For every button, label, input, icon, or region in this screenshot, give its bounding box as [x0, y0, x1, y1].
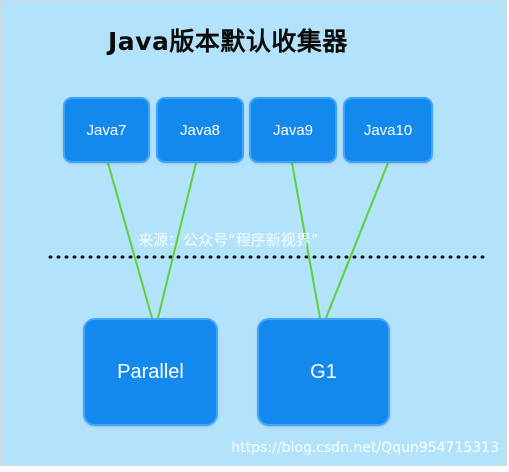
node-g1: G1 — [257, 318, 390, 426]
node-java10-label: Java10 — [363, 121, 413, 139]
node-java9: Java9 — [249, 97, 337, 163]
connector-java9-g1 — [291, 162, 321, 319]
connector-java7-parallel — [107, 162, 153, 319]
node-java10: Java10 — [343, 97, 433, 163]
node-g1-label: G1 — [310, 360, 337, 383]
node-parallel-label: Parallel — [117, 360, 184, 383]
node-java7-label: Java7 — [86, 121, 127, 139]
node-java9-label: Java9 — [272, 121, 314, 139]
node-parallel: Parallel — [83, 318, 218, 426]
watermark-url: https://blog.csdn.net/Qqun954715313 — [231, 440, 499, 456]
watermark-source: 来源：公众号“程序新视界” — [138, 231, 319, 249]
node-java8-label: Java8 — [179, 121, 221, 139]
diagram-title: Java版本默认收集器 — [108, 27, 348, 56]
connector-java10-g1 — [325, 162, 389, 319]
node-java7: Java7 — [63, 97, 150, 163]
connector-java8-parallel — [157, 162, 197, 319]
node-java8: Java8 — [156, 97, 244, 163]
